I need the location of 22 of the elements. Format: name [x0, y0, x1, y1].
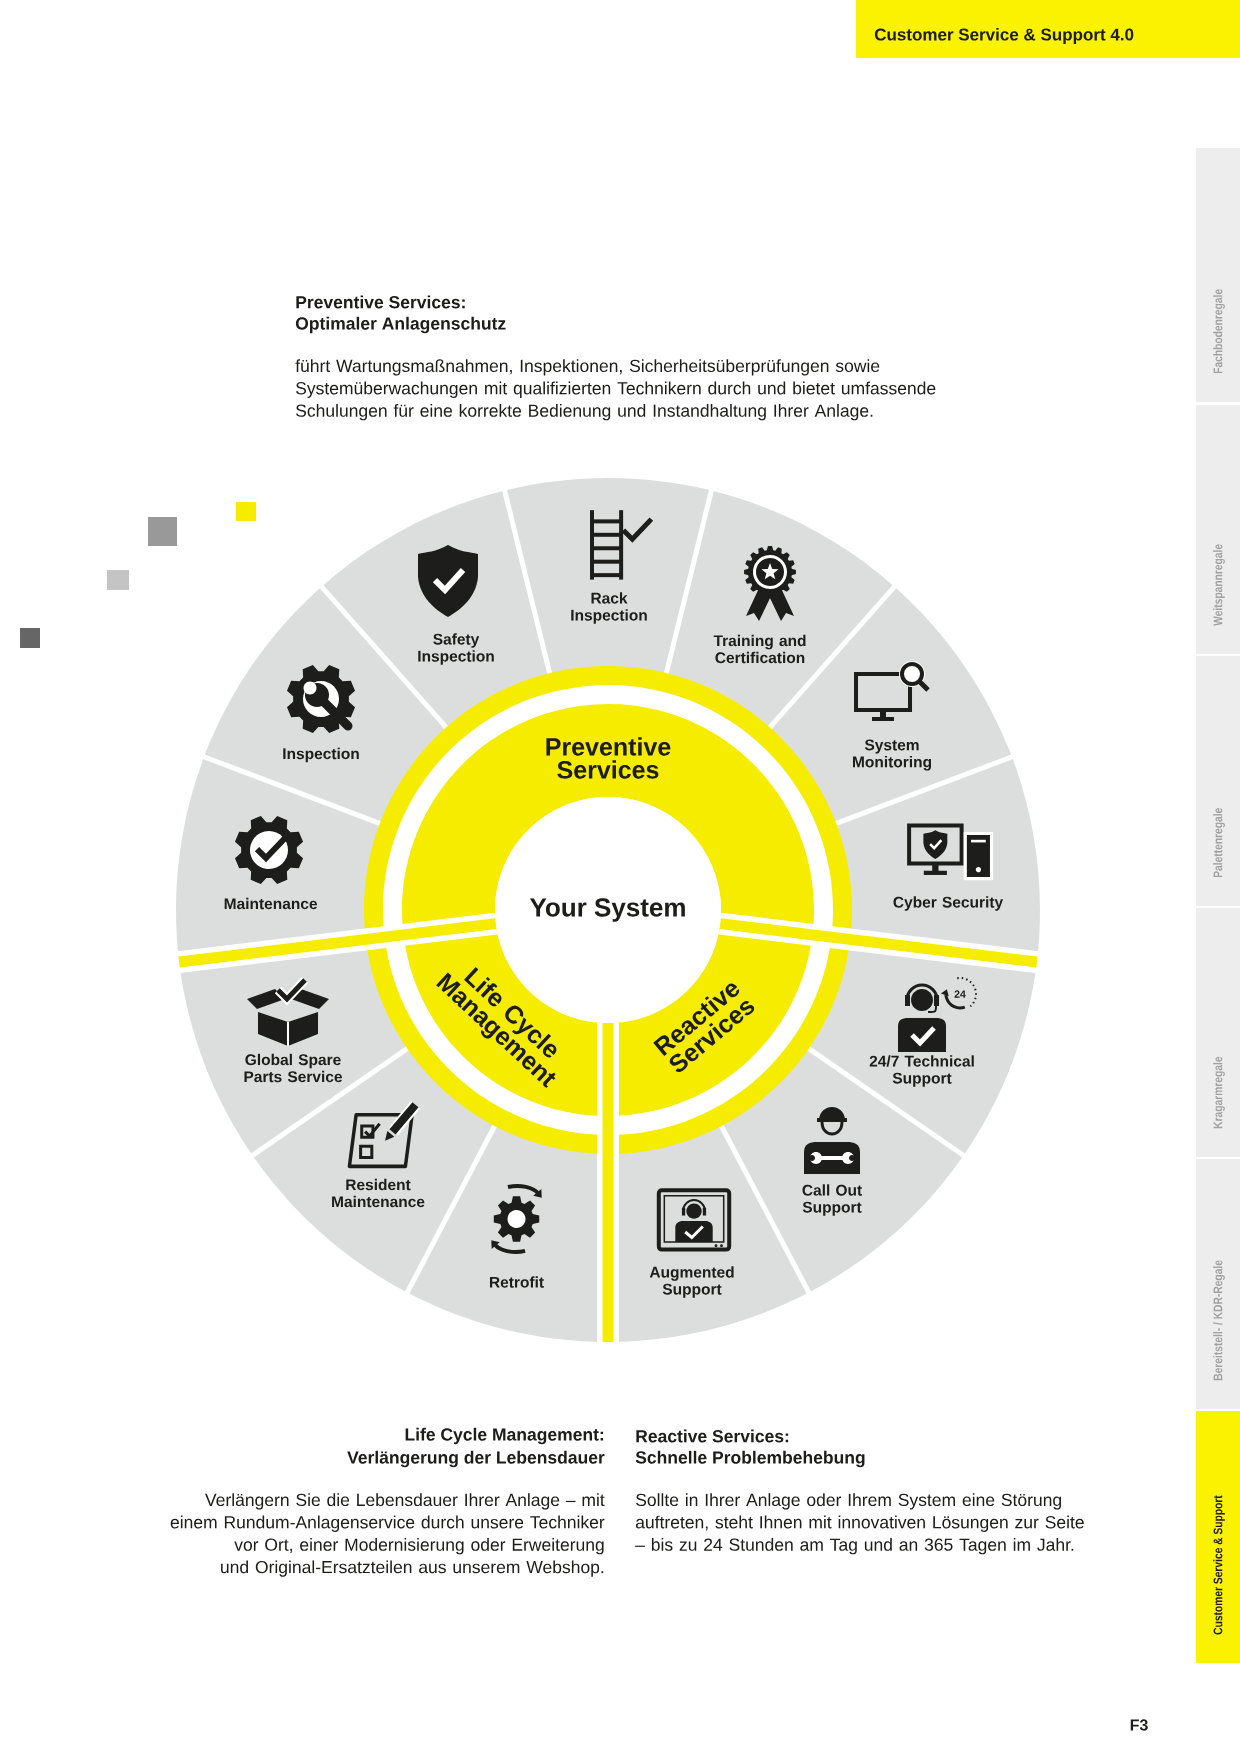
side-tab: Customer Service & Support: [1196, 1411, 1240, 1663]
side-tab: Palettenregale: [1196, 656, 1240, 906]
clock-number: 24: [954, 990, 966, 998]
heading: Reactive Services:: [636, 1429, 789, 1443]
header-bar: Customer Service & Support 4.0: [856, 0, 1240, 58]
paragraph: Sollte in Ihrer Anlage oder Ihrem System eine Störung auftreten, steht Ihnen mit innovativen Lösungen zur Seite – bis zu 24 Stunden am Tag und an 365 Tagen im Jahr.: [635, 1493, 1084, 1555]
heading: Optimaler Anlagenschutz: [295, 316, 506, 334]
side-tab: Weitspannregale: [1196, 405, 1240, 654]
heading: Life Cycle Management:: [405, 1427, 604, 1445]
side-tab: Kragarmregale: [1196, 908, 1240, 1157]
side-tab: Bereitstell- / KDR-Regale: [1196, 1159, 1240, 1409]
heading: Preventive Services:: [296, 295, 465, 309]
heading: Schnelle Problembehebung: [635, 1450, 865, 1468]
node-label: Cyber Security: [893, 896, 1004, 911]
side-tab: Fachbodenregale: [1196, 148, 1240, 402]
paragraph: Verlängern Sie die Lebensdauer Ihrer Anlage – mit einem Rundum-Anlagenservice durch unsere Techniker vor Ort, einer Modernisierung oder Erweiterung und Original-Ersatzteilen aus unserem Webshop.: [170, 1493, 605, 1577]
wheel-segment: Rack Inspection: [504, 478, 712, 677]
paragraph: führt Wartungsmaßnahmen, Inspektionen, Sicherheitsüberprüfungen sowie Systemüberwachungen mit qualifizierten Technikern durch und bietet umfassende Schulungen für eine korrekte Bedienung und Instandhaltung Ihrer Anlage.: [295, 359, 936, 421]
node-label: Maintenance: [224, 897, 318, 910]
heading: Verlängerung der Lebensdauer: [347, 1450, 605, 1468]
node-label: Rack Inspection: [571, 592, 647, 624]
page-number: F3: [1130, 1719, 1148, 1731]
